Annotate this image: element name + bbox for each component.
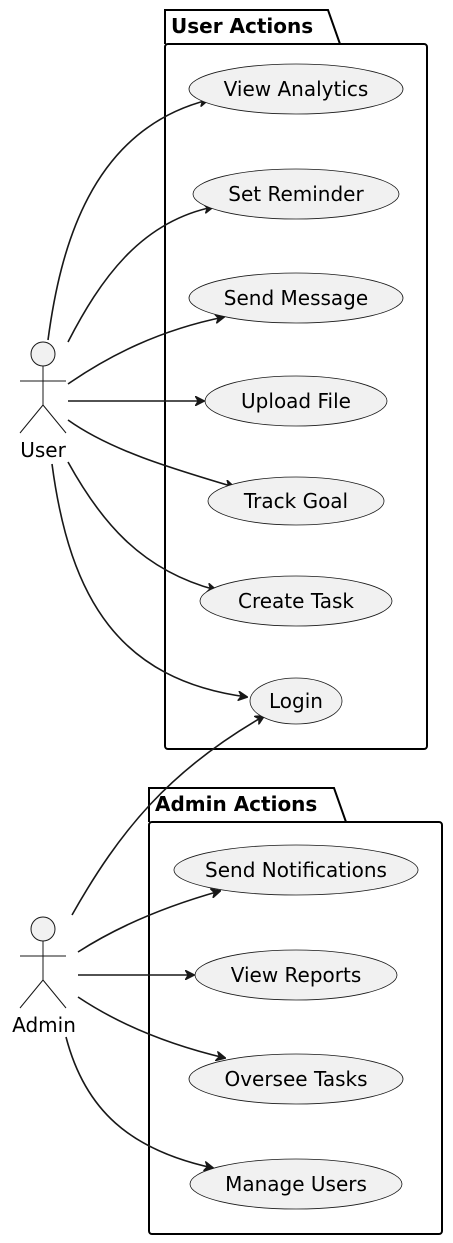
use-case-oversee-tasks-label: Oversee Tasks xyxy=(224,1067,367,1091)
actor-admin-head xyxy=(30,916,56,942)
actor-user-head xyxy=(30,341,56,367)
use-case-upload-file-label: Upload File xyxy=(241,389,351,413)
use-case-upload-file[interactable]: Upload File xyxy=(204,375,388,427)
use-case-track-goal-shape xyxy=(207,476,385,526)
use-case-view-analytics[interactable]: View Analytics xyxy=(188,63,404,115)
actor-user-label: User xyxy=(20,438,66,462)
use-case-login[interactable]: Login xyxy=(249,677,343,725)
use-case-view-reports-label: View Reports xyxy=(231,963,362,987)
use-case-send-message[interactable]: Send Message xyxy=(188,272,404,324)
use-case-view-reports[interactable]: View Reports xyxy=(194,949,398,1001)
edge-admin-manage-users xyxy=(65,1036,213,1168)
use-case-manage-users-shape xyxy=(189,1158,403,1210)
edge-user-login xyxy=(51,463,247,697)
edge-user-send-message xyxy=(67,317,224,385)
use-case-view-analytics-label: View Analytics xyxy=(224,77,369,101)
use-case-track-goal-label: Track Goal xyxy=(243,489,348,513)
edge-user-view-analytics xyxy=(47,100,208,341)
package-user-actions-tab xyxy=(164,9,341,45)
use-case-oversee-tasks[interactable]: Oversee Tasks xyxy=(188,1053,404,1105)
use-case-send-notifications-shape xyxy=(173,844,419,896)
actor-user[interactable]: User xyxy=(19,341,67,462)
actor-admin-label: Admin xyxy=(12,1013,76,1037)
package-user-actions-title: User Actions xyxy=(171,14,313,38)
actor-admin[interactable]: Admin xyxy=(12,916,76,1037)
use-case-login-shape xyxy=(249,677,343,725)
use-case-send-message-shape xyxy=(188,272,404,324)
use-cases-admin: Send Notifications View Reports Oversee … xyxy=(173,844,419,1210)
use-case-create-task-label: Create Task xyxy=(238,589,354,613)
use-case-set-reminder-shape xyxy=(192,168,400,220)
edge-admin-login xyxy=(71,716,264,916)
package-admin-actions-title: Admin Actions xyxy=(155,792,317,816)
edge-admin-send-notifications xyxy=(77,891,220,953)
edge-admin-oversee-tasks xyxy=(77,996,225,1058)
associations xyxy=(47,100,264,1168)
use-case-send-notifications-label: Send Notifications xyxy=(205,858,387,882)
edge-user-track-goal xyxy=(67,419,234,487)
use-case-track-goal[interactable]: Track Goal xyxy=(207,476,385,526)
use-case-create-task-shape xyxy=(199,575,393,627)
use-case-set-reminder[interactable]: Set Reminder xyxy=(192,168,400,220)
use-case-send-message-label: Send Message xyxy=(224,286,368,310)
use-case-view-reports-shape xyxy=(194,949,398,1001)
use-case-send-notifications[interactable]: Send Notifications xyxy=(173,844,419,896)
use-case-upload-file-shape xyxy=(204,375,388,427)
use-case-create-task[interactable]: Create Task xyxy=(199,575,393,627)
edge-user-create-task xyxy=(67,461,216,590)
use-case-set-reminder-label: Set Reminder xyxy=(228,182,364,206)
use-case-manage-users[interactable]: Manage Users xyxy=(189,1158,403,1210)
edge-user-set-reminder xyxy=(67,207,213,343)
use-case-login-label: Login xyxy=(269,689,323,713)
actor-admin-body xyxy=(19,941,67,1009)
use-case-manage-users-label: Manage Users xyxy=(225,1172,367,1196)
use-case-view-analytics-shape xyxy=(188,63,404,115)
use-cases-user: View Analytics Set Reminder Send Message… xyxy=(188,63,404,725)
use-case-oversee-tasks-shape xyxy=(188,1053,404,1105)
package-admin-actions-body xyxy=(148,821,443,1235)
package-admin-actions: Admin Actions xyxy=(148,787,443,1235)
actor-user-body xyxy=(19,366,67,434)
